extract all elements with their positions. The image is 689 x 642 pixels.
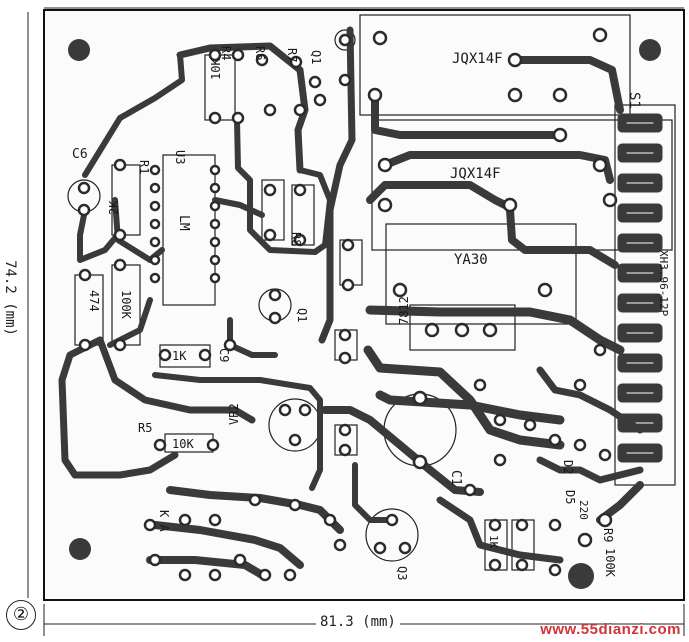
label-d5: D5 [563, 490, 577, 504]
label-d2: D2 [561, 460, 575, 474]
copper-traces [58, 26, 644, 579]
label-relay1: JQX14F [452, 51, 503, 67]
label-474: 474 [87, 290, 101, 312]
mount-hole-br [568, 563, 594, 589]
label-2k: 2K [107, 200, 121, 215]
height-dimension-label: 74.2 (mm) [1, 256, 18, 340]
label-10k2: 10K [172, 437, 194, 451]
label-relay2: JQX14F [450, 166, 501, 182]
figure-number: ② [6, 600, 36, 630]
label-1k: 1K [172, 349, 187, 363]
label-100k: 100K [119, 290, 133, 320]
relay1-outline [359, 14, 631, 116]
relay3-outline [385, 223, 577, 325]
label-r8: R8 [289, 232, 303, 246]
connector-outline [614, 104, 676, 486]
label-10k: 10K [209, 58, 223, 80]
solder-pads [77, 27, 618, 582]
label-q3: Q3 [395, 566, 409, 580]
label-u3: U3 [173, 150, 187, 164]
width-dimension-label: 81.3 (mm) [316, 614, 400, 630]
label-100k2: 100K [603, 548, 617, 578]
label-ka: K A [157, 510, 171, 532]
label-r4: R4 [219, 46, 233, 60]
label-q1b: Q1 [295, 308, 309, 322]
label-switch: S1 [626, 92, 642, 109]
label-r9: R9 [601, 528, 615, 542]
label-c6: C6 [72, 147, 88, 162]
label-vr2: VR2 [227, 403, 241, 425]
label-1k2: 1K [487, 535, 500, 549]
label-r1: R1 [137, 160, 151, 174]
label-connector: XH3.96-12P [657, 250, 670, 317]
mount-hole-tr [639, 39, 661, 61]
ic-outline [162, 154, 216, 306]
watermark: www.55dianzi.com [540, 621, 681, 638]
label-q1: Q1 [309, 50, 323, 64]
label-r5: R5 [138, 421, 152, 435]
connector-pins [617, 113, 663, 463]
mount-hole-bl [69, 538, 91, 560]
label-relay3: YA30 [454, 252, 488, 268]
label-r6: R6 [253, 46, 267, 60]
label-220: 220 [577, 500, 590, 520]
label-c9: C9 [217, 348, 231, 362]
label-regulator: 7812 [397, 296, 411, 325]
mount-hole-tl [68, 39, 90, 61]
label-r7: R7 [285, 48, 299, 62]
regulator-outline [409, 304, 516, 351]
label-lm: LM [176, 215, 191, 231]
label-c1: C1 [448, 470, 463, 486]
